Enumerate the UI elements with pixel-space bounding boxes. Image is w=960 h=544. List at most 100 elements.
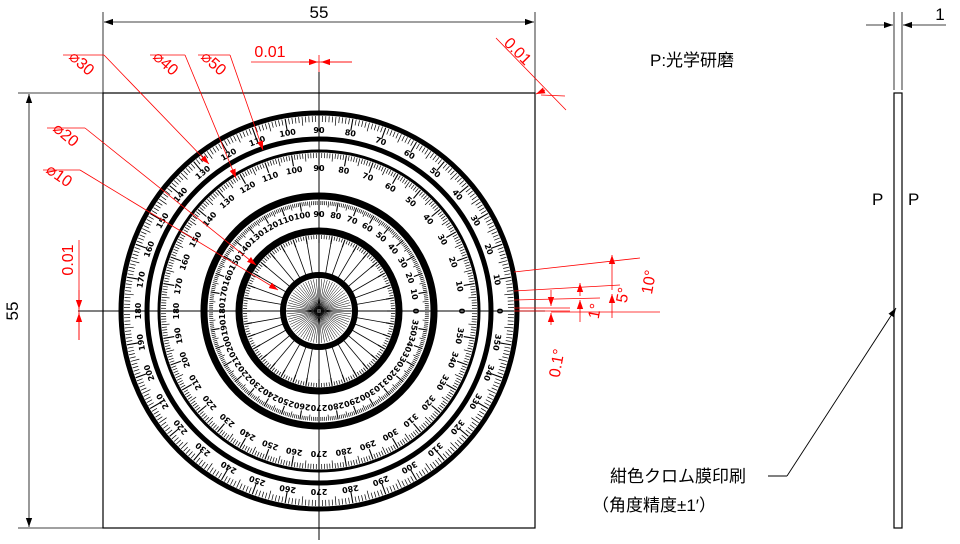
ring-20-tick: [300, 380, 302, 385]
ring-20-tick: [368, 256, 373, 260]
ring-50-tick: [429, 463, 434, 469]
ring-30-tick: [212, 336, 217, 338]
ring-50-tick: [442, 453, 448, 459]
ring-40-tick: [459, 370, 465, 374]
ring-30-tick: [238, 383, 242, 387]
ring-30-label: 250: [276, 394, 295, 408]
ring-50-tick: [167, 429, 173, 434]
ring-50-tick: [410, 141, 417, 153]
ring-10-spoke: [352, 298, 390, 306]
ring-30-tick: [230, 374, 235, 378]
angular-detail-annotation: [513, 255, 660, 325]
ring-50-tick: [301, 116, 304, 126]
ring-30-tick: [247, 226, 255, 234]
ring-40-label: 140: [201, 210, 219, 229]
ring-40-label: 350: [453, 327, 465, 345]
ring-40-tick: [470, 291, 476, 293]
ring-30-tick: [377, 398, 381, 403]
center-starburst-line: [315, 279, 320, 310]
ring-40-tick: [213, 424, 217, 429]
ring-20-tick: [290, 240, 293, 245]
ring-40-tick: [192, 215, 198, 220]
ring-30-tick: [361, 210, 365, 215]
ring-50-tick: [484, 216, 490, 220]
ring-50-tick: [230, 137, 234, 143]
ring-40-tick: [360, 159, 363, 165]
ring-20-tick: [366, 364, 371, 368]
center-starburst-line: [320, 311, 351, 317]
ring-50-tick: [465, 429, 471, 434]
ring-30-tick: [420, 339, 425, 342]
ring-30-tick: [373, 216, 376, 221]
ring-30-tick: [388, 227, 392, 232]
ring-30-tick: [422, 319, 429, 321]
ring-50-label: 0: [495, 308, 504, 314]
center-starburst-line: [292, 311, 318, 330]
ring-40-tick: [225, 182, 230, 188]
ring-30-tick: [233, 241, 237, 245]
ring-40-tick: [195, 407, 201, 411]
center-starburst-line: [319, 284, 338, 310]
ring-50-tick: [196, 159, 201, 165]
ring-50-tick: [178, 175, 184, 180]
ring-30-tick: [392, 387, 396, 391]
ring-10-spoke: [272, 255, 298, 286]
ring-30-tick: [389, 389, 393, 393]
ring-50-tick: [471, 196, 477, 201]
ring-30-tick: [234, 375, 242, 383]
ring-50-tick: [498, 250, 505, 253]
ring-50-tick: [505, 280, 512, 282]
ring-40-tick: [174, 372, 180, 376]
diameter-leaders: [43, 54, 279, 291]
ring-30-label: 270: [310, 403, 327, 412]
ring-50-tick: [233, 135, 237, 142]
ring-30-tick: [212, 284, 217, 286]
center-starburst-line: [287, 311, 318, 317]
ring-20-tick: [347, 241, 351, 246]
ring-50-label: 100: [279, 127, 297, 139]
ring-30-tick: [229, 246, 234, 249]
ring-20-tick: [246, 332, 251, 335]
ring-50-tick: [167, 188, 173, 193]
ring-10-spoke: [293, 342, 308, 379]
ring-40-tick: [205, 200, 210, 205]
ring-10-spoke: [282, 340, 303, 374]
ring-50-tick: [424, 467, 429, 473]
ring-40-tick: [390, 445, 394, 451]
ring-40-tick: [165, 272, 171, 275]
ring-50-tick: [125, 283, 132, 286]
ring-50-tick: [389, 130, 393, 136]
ring-20-tick: [250, 342, 255, 345]
ring-40-tick: [293, 462, 296, 468]
ring-50-tick: [498, 260, 508, 264]
ring-20-tick: [271, 367, 275, 372]
ring-50-tick: [487, 228, 496, 233]
ring-30-tick: [349, 412, 352, 417]
ring-30-tick: [395, 234, 399, 238]
ring-50-inner-edge: [144, 136, 494, 486]
ring-50-tick: [204, 153, 209, 159]
ring-50-tick: [418, 471, 423, 477]
center-starburst-line: [310, 280, 319, 310]
ring-30-tick: [422, 301, 429, 303]
ring-30-tick: [279, 208, 282, 213]
ring-50-tick: [471, 417, 479, 424]
ring-10-spoke: [350, 322, 387, 337]
ring-50-tick: [143, 225, 150, 229]
ring-40-tick: [264, 162, 270, 174]
ring-50-tick: [467, 190, 473, 195]
ring-30-tick: [219, 264, 225, 268]
ring-50-tick: [506, 333, 513, 336]
ring-40-tick: [277, 158, 281, 167]
ring-40-tick: [467, 275, 474, 277]
ring-30-tick: [293, 203, 296, 208]
center-starburst-line: [287, 310, 318, 315]
ring-20-tick: [352, 374, 355, 379]
ring-30-tick: [309, 414, 311, 421]
ring-50-tick: [157, 201, 163, 206]
ring-30-tick: [263, 398, 269, 407]
ring-50-tick: [129, 356, 136, 359]
ring-40-tick: [232, 439, 236, 444]
ring-50-tick: [389, 486, 393, 492]
ring-30-tick: [226, 250, 231, 254]
